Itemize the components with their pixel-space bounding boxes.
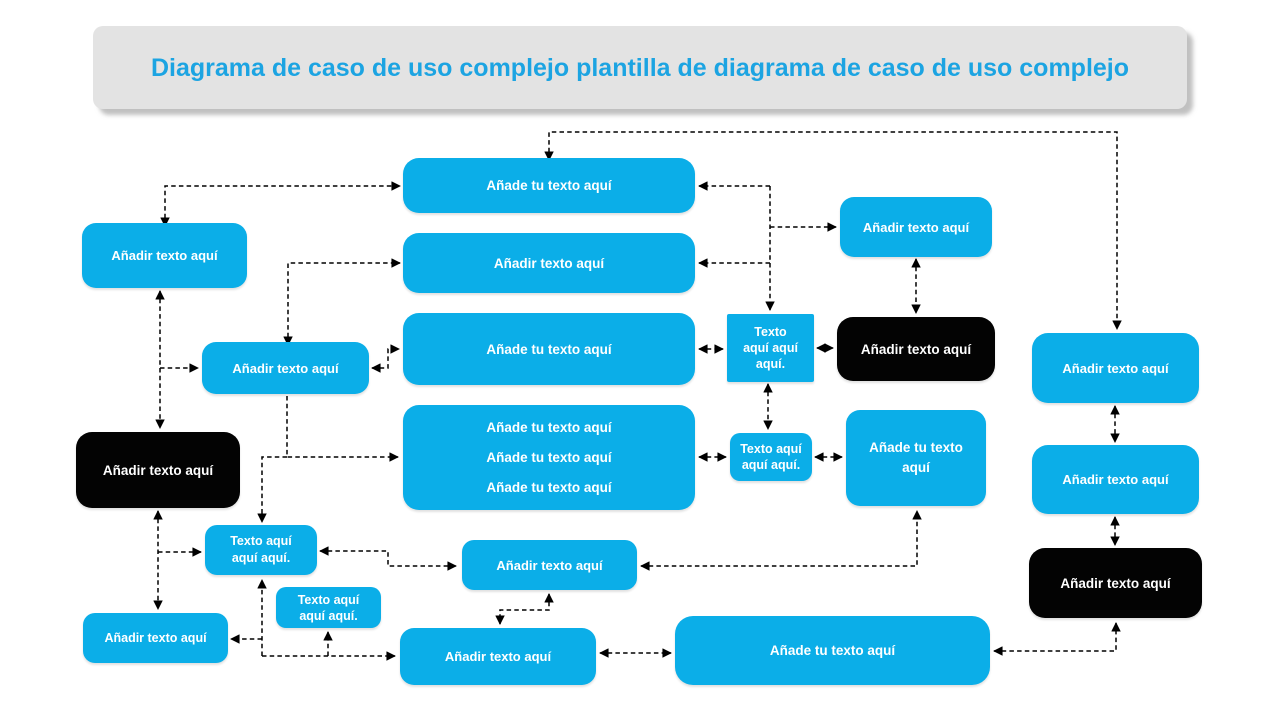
node-mid-black[interactable]: Añadir texto aquí xyxy=(837,317,995,381)
connector-arrow xyxy=(319,546,457,571)
node-left-texto-1[interactable]: Texto aquí aquí aquí. xyxy=(205,525,317,575)
connector-arrow xyxy=(640,510,922,571)
connector-arrow xyxy=(283,258,401,346)
node-right-1[interactable]: Añadir texto aquí xyxy=(1032,333,1199,403)
node-bottom-mid-1[interactable]: Añadir texto aquí xyxy=(462,540,637,590)
connector-arrow xyxy=(495,593,554,625)
diagram-title: Diagrama de caso de uso complejo plantil… xyxy=(150,53,1130,82)
node-anade-2lines[interactable]: Añade tu texto aquí xyxy=(846,410,986,506)
node-left-texto-2[interactable]: Texto aquí aquí aquí. xyxy=(276,587,381,628)
node-left-1[interactable]: Añadir texto aquí xyxy=(82,223,247,288)
connector-arrow xyxy=(371,344,400,373)
node-right-black[interactable]: Añadir texto aquí xyxy=(1029,548,1202,618)
node-top-right[interactable]: Añadir texto aquí xyxy=(840,197,992,257)
node-bottom-wide[interactable]: Añade tu texto aquí xyxy=(675,616,990,685)
diagram-title-banner: Diagrama de caso de uso complejo plantil… xyxy=(93,26,1187,109)
node-top-center-2[interactable]: Añadir texto aquí xyxy=(403,233,695,293)
node-texto-small[interactable]: Texto aquí aquí aquí. xyxy=(730,433,812,481)
node-top-center-1[interactable]: Añade tu texto aquí xyxy=(403,158,695,213)
node-bottom-mid-2[interactable]: Añadir texto aquí xyxy=(400,628,596,685)
connector-arrow xyxy=(160,181,401,227)
node-bottom-left[interactable]: Añadir texto aquí xyxy=(83,613,228,663)
node-left-black[interactable]: Añadir texto aquí xyxy=(76,432,240,508)
node-left-2[interactable]: Añadir texto aquí xyxy=(202,342,369,394)
node-mid-center-1[interactable]: Añade tu texto aquí xyxy=(403,313,695,385)
connector-arrow xyxy=(257,456,287,523)
node-right-2[interactable]: Añadir texto aquí xyxy=(1032,445,1199,514)
node-texto-square[interactable]: Texto aquí aquí aquí. xyxy=(727,314,814,382)
node-mid-center-3lines[interactable]: Añade tu texto aquí Añade tu texto aquí … xyxy=(403,405,695,510)
connector-arrow xyxy=(286,396,399,462)
connector-arrow xyxy=(993,622,1121,656)
